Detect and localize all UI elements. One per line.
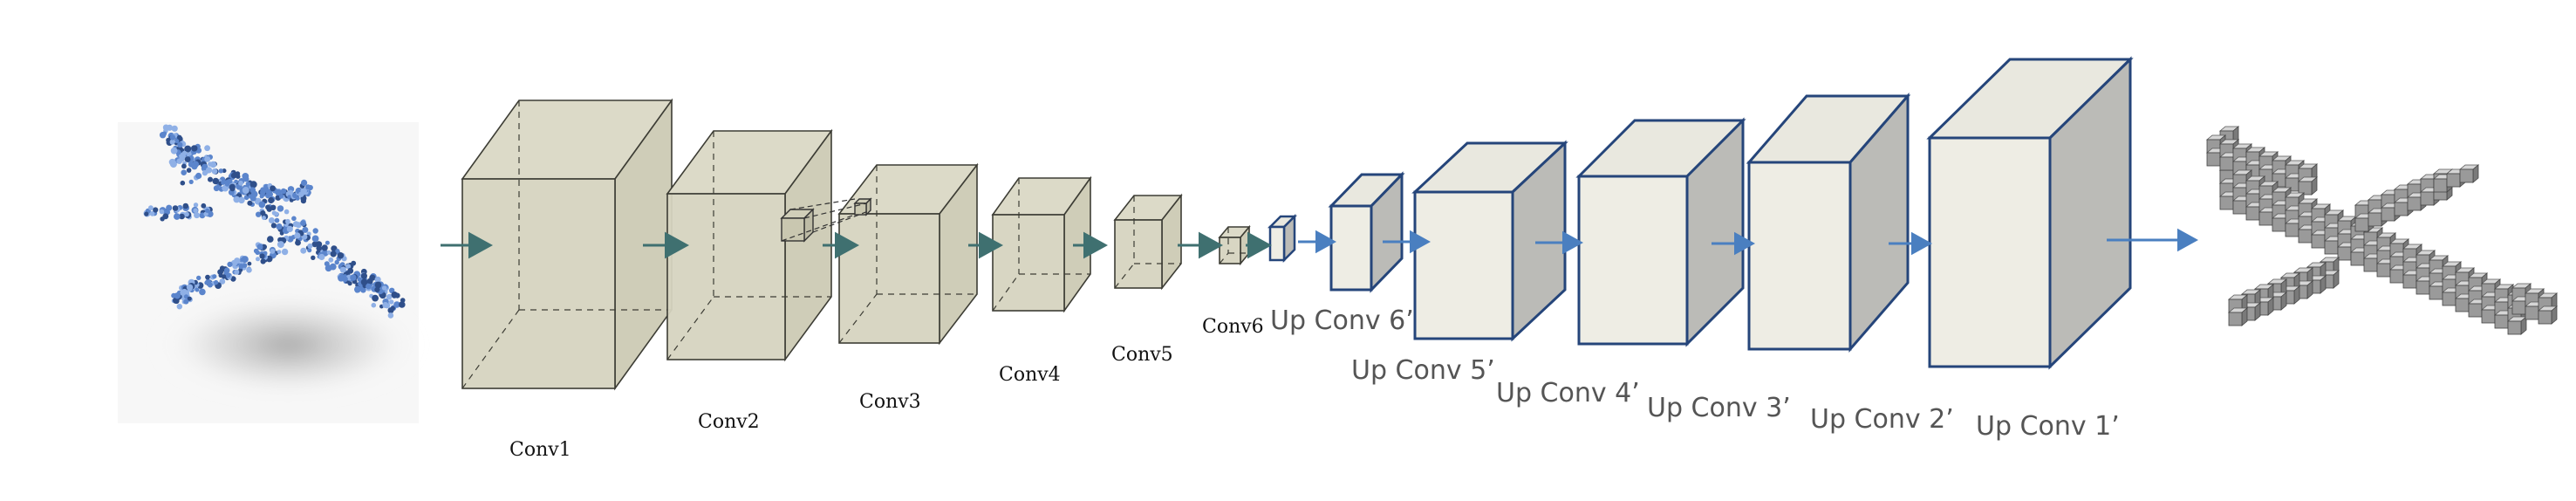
decoder-block-3 bbox=[1575, 117, 1746, 347]
decoder-block-2 bbox=[1411, 140, 1568, 342]
encoder-arrow-3 bbox=[823, 231, 859, 259]
decoder-arrow-4 bbox=[1712, 231, 1755, 256]
encoder-arrow-4 bbox=[968, 231, 1003, 259]
arrows bbox=[441, 228, 2198, 259]
decoder bbox=[1267, 56, 2134, 370]
encoder-label-conv1: Conv1 bbox=[509, 439, 571, 461]
encoder-label-conv4: Conv4 bbox=[999, 364, 1061, 386]
encoder-arrow-2 bbox=[643, 231, 689, 259]
voxel bbox=[2506, 316, 2528, 335]
voxel bbox=[2227, 294, 2249, 313]
encoder-label-conv6: Conv6 bbox=[1202, 316, 1264, 338]
decoder-arrow-2 bbox=[1383, 230, 1431, 254]
decoder-block-0 bbox=[1267, 213, 1298, 264]
decoder-label-upconv2: Up Conv 2’ bbox=[1810, 404, 1954, 435]
voxel bbox=[2537, 305, 2559, 325]
decoder-label-upconv5: Up Conv 5’ bbox=[1351, 355, 1495, 386]
encoder-arrow-1 bbox=[441, 231, 493, 259]
encoder bbox=[461, 98, 1295, 391]
encoder-arrow-5 bbox=[1073, 231, 1108, 259]
voxel bbox=[2458, 164, 2480, 183]
decoder-label-upconv4: Up Conv 4’ bbox=[1496, 378, 1640, 408]
encoder-block-1 bbox=[461, 98, 673, 391]
encoder-block-5 bbox=[1113, 193, 1183, 291]
voxel bbox=[2227, 307, 2249, 326]
decoder-block-5 bbox=[1926, 56, 2134, 370]
encoder-arrow-6 bbox=[1178, 231, 1223, 259]
encoder-label-conv2: Conv2 bbox=[698, 411, 760, 433]
airplane-voxel-grid-icon bbox=[2205, 126, 2559, 335]
encoder-block-6 bbox=[1218, 224, 1251, 266]
decoder-arrow-3 bbox=[1535, 230, 1583, 255]
decoder-label-upconv1: Up Conv 1’ bbox=[1976, 411, 2120, 442]
encoder-block-2 bbox=[666, 128, 833, 362]
encoder-block-3 bbox=[837, 162, 979, 346]
decoder-block-1 bbox=[1328, 171, 1405, 293]
encoder-label-conv3: Conv3 bbox=[859, 391, 921, 413]
voxel bbox=[2297, 176, 2319, 196]
encoder-arrow-7 bbox=[1246, 231, 1272, 259]
input-pointcloud-image bbox=[118, 122, 419, 423]
decoder-block-4 bbox=[1746, 92, 1911, 353]
decoder-label-upconv6: Up Conv 6’ bbox=[1270, 305, 1414, 336]
decoder-arrow-5 bbox=[1889, 231, 1932, 256]
encoder-label-conv5: Conv5 bbox=[1111, 344, 1173, 366]
decoder-arrow-1 bbox=[1298, 230, 1336, 254]
airplane-point-cloud-icon bbox=[143, 124, 406, 319]
output-voxel-image bbox=[2205, 126, 2559, 335]
decoder-label-upconv3: Up Conv 3’ bbox=[1647, 393, 1791, 423]
decoder-arrow-6 bbox=[2107, 228, 2198, 252]
